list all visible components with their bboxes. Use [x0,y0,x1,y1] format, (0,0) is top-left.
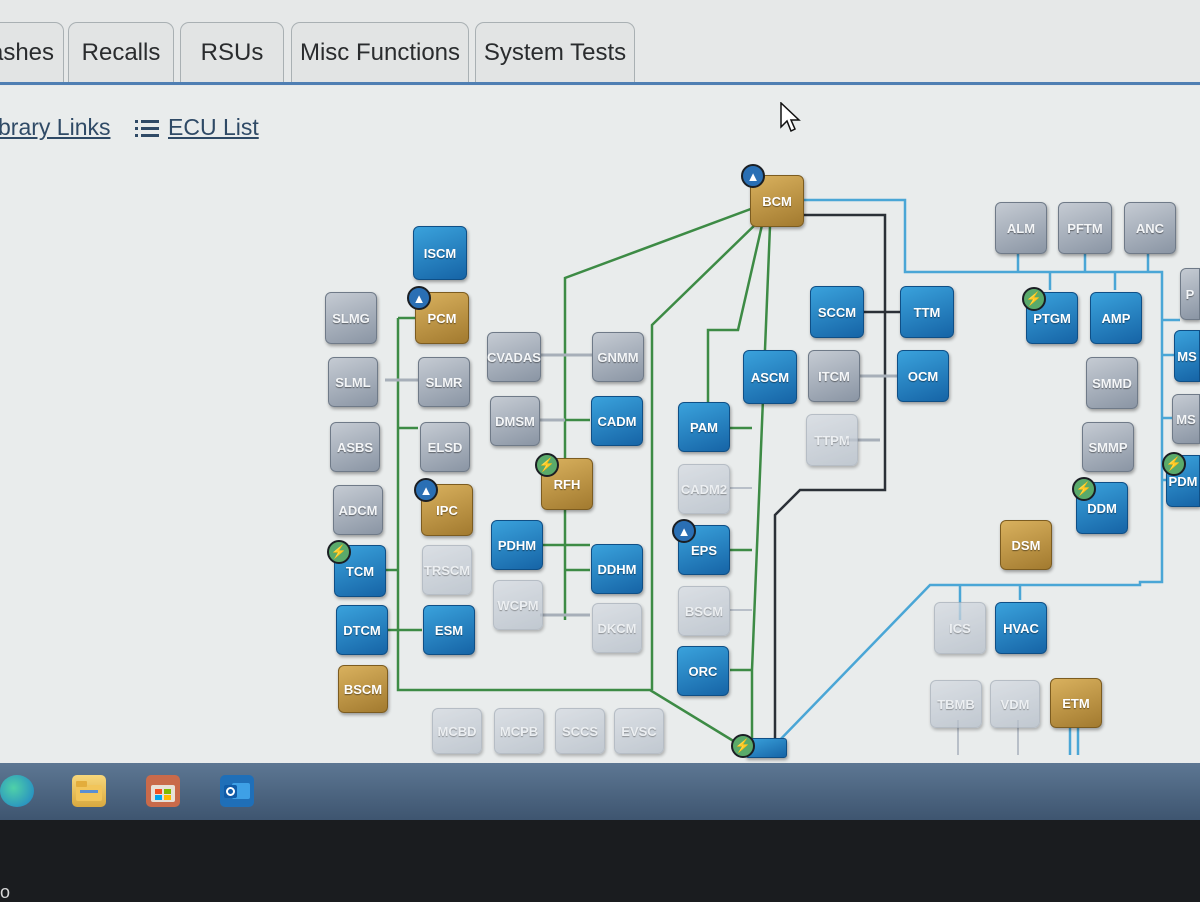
bus-stubs-blue-right [1162,318,1180,482]
screen: ashes Recalls RSUs Misc Functions System… [0,0,1200,820]
update-icon: ▲ [407,286,431,310]
module-pdhm[interactable]: PDHM [491,520,543,570]
module-orc[interactable]: ORC [677,646,729,696]
module-ttpm[interactable]: TTPM [806,414,858,466]
module-hvac[interactable]: HVAC [995,602,1047,654]
tab-system-tests[interactable]: System Tests [475,22,635,82]
file-explorer-icon[interactable] [72,775,106,807]
module-anc[interactable]: ANC [1124,202,1176,254]
module-ics[interactable]: ICS [934,602,986,654]
tab-recalls[interactable]: Recalls [68,22,174,82]
module-bscm-faded[interactable]: BSCM [678,586,730,636]
module-slmr[interactable]: SLMR [418,357,470,407]
lightning-icon: ⚡ [535,453,559,477]
bus-line-green-center [650,219,761,690]
bus-stubs-blue-ptgm [1048,272,1117,290]
module-dmsm[interactable]: DMSM [490,396,540,446]
module-bscm[interactable]: BSCM [338,665,388,713]
bus-stubs-gray [385,353,900,617]
store-icon[interactable] [146,775,180,807]
module-ascm[interactable]: ASCM [743,350,797,404]
bus-line-green-pam [706,224,764,405]
module-trscm[interactable]: TRSCM [422,545,472,595]
tab-misc-functions[interactable]: Misc Functions [291,22,469,82]
taskbar [0,763,1200,820]
update-icon: ▲ [414,478,438,502]
module-slmg[interactable]: SLMG [325,292,377,344]
tab-bar: ashes Recalls RSUs Misc Functions System… [0,0,1200,86]
lightning-icon: ⚡ [731,734,755,758]
module-vdm[interactable]: VDM [990,680,1040,728]
lightning-icon: ⚡ [1022,287,1046,311]
module-iscm[interactable]: ISCM [413,226,467,280]
edge-icon[interactable] [0,775,34,807]
module-asbs[interactable]: ASBS [330,422,380,472]
module-itcm[interactable]: ITCM [808,350,860,402]
ecu-network-diagram: BCM ▲ ISCM PCM ▲ SLMG SLML SLMR ASBS ELS… [0,150,1200,765]
mouse-cursor-icon [780,102,801,133]
tab-underline [0,82,1200,85]
tab-rsus[interactable]: RSUs [180,22,284,82]
bus-line-dark [773,213,887,745]
ecu-list-link[interactable]: ECU List [168,114,259,140]
module-ddhm[interactable]: DDHM [591,544,643,594]
module-smmd[interactable]: SMMD [1086,357,1138,409]
lightning-icon: ⚡ [1072,477,1096,501]
library-links-link[interactable]: brary Links [0,114,111,140]
module-wcpm[interactable]: WCPM [493,580,543,630]
list-icon[interactable] [135,118,159,138]
module-alm[interactable]: ALM [995,202,1047,254]
module-smmp[interactable]: SMMP [1082,422,1134,472]
module-esm[interactable]: ESM [423,605,475,655]
update-icon: ▲ [741,164,765,188]
module-dsm[interactable]: DSM [1000,520,1052,570]
module-ocm[interactable]: OCM [897,350,949,402]
bus-stub-7 [540,543,590,572]
bus-line-blue [774,198,1164,746]
module-evsc[interactable]: EVSC [614,708,664,754]
bezel-text: o [0,882,11,902]
module-cadm2[interactable]: CADM2 [678,464,730,514]
module-slml[interactable]: SLML [328,357,378,407]
module-gnmm[interactable]: GNMM [592,332,644,382]
module-amp[interactable]: AMP [1090,292,1142,344]
module-pftm[interactable]: PFTM [1058,202,1112,254]
module-elsd[interactable]: ELSD [420,422,470,472]
bus-stub-8 [730,426,752,672]
module-sccs[interactable]: SCCS [555,708,605,754]
bus-line-green-left [396,318,741,747]
module-adcm[interactable]: ADCM [333,485,383,535]
module-sccm[interactable]: SCCM [810,286,864,338]
bus-stubs-faded [730,487,1019,755]
module-cadm[interactable]: CADM [591,396,643,446]
module-cvadas[interactable]: CVADAS [487,332,541,382]
bus-lines [385,198,1180,755]
module-bcm[interactable]: BCM [750,175,804,227]
module-ms-2[interactable]: MS [1172,394,1200,444]
module-rfh[interactable]: RFH [541,458,593,510]
module-p[interactable]: P [1180,268,1200,320]
module-pam[interactable]: PAM [678,402,730,452]
module-tbmb[interactable]: TBMB [930,680,982,728]
module-dkcm[interactable]: DKCM [592,603,642,653]
module-mcbd[interactable]: MCBD [432,708,482,754]
update-icon: ▲ [672,519,696,543]
outlook-icon[interactable] [220,775,254,807]
module-dtcm[interactable]: DTCM [336,605,388,655]
lightning-icon: ⚡ [1162,452,1186,476]
module-etm[interactable]: ETM [1050,678,1102,728]
module-ttm[interactable]: TTM [900,286,954,338]
module-mcpb[interactable]: MCPB [494,708,544,754]
module-ms[interactable]: MS [1174,330,1200,382]
tab-flashes[interactable]: ashes [0,22,64,82]
bus-line-green-vertical [750,225,772,745]
lightning-icon: ⚡ [327,540,351,564]
